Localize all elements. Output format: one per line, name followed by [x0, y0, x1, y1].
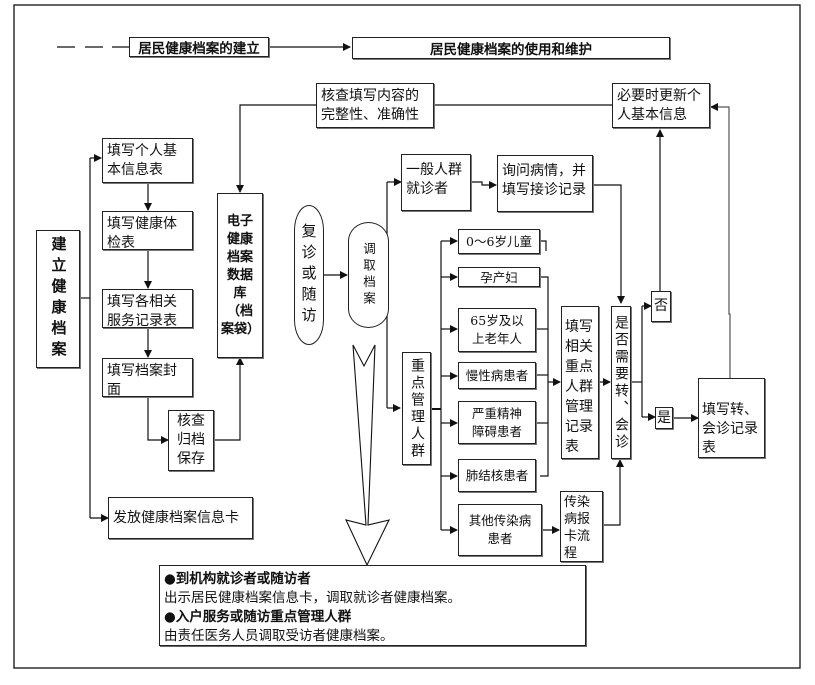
- category-chronic-label: 慢性病患者: [465, 368, 529, 383]
- category-mental-label: 严重精神障碍患者: [471, 405, 522, 439]
- referral-record-box[interactable]: 填写转、会诊记录表: [698, 378, 765, 458]
- step-health-exam-label: 填写健康体检表: [107, 216, 177, 251]
- connector-cat-0-merge: [540, 240, 547, 251]
- yes-box[interactable]: 是: [655, 407, 673, 429]
- key-record-box[interactable]: 填写相关重点人群管理记录表: [561, 306, 599, 459]
- category-tb[interactable]: 肺结核患者: [458, 459, 536, 492]
- yes-label: 是: [657, 409, 671, 426]
- decision-referral-box[interactable]: 是否需要转、会诊: [611, 306, 631, 459]
- retrieve-label: 调取档案: [361, 242, 376, 308]
- decision-referral-label: 是否需要转、会诊: [613, 314, 629, 451]
- category-children-label: 0～6岁儿童: [466, 234, 532, 249]
- category-other-infectious-label: 其他传染病患者: [468, 513, 532, 546]
- category-elderly[interactable]: 65岁及以上老年人: [458, 308, 536, 352]
- database-label: 电子健康档案数据库（档案袋）: [221, 213, 261, 337]
- step-archive-cover-label: 填写档案封面: [107, 363, 177, 398]
- no-label: 否: [654, 298, 668, 314]
- key-group-box[interactable]: 重点管理人群: [402, 352, 431, 465]
- step-health-exam[interactable]: 填写健康体检表: [102, 211, 193, 251]
- check-content-box[interactable]: 核查填写内容的完整性、准确性: [316, 83, 434, 128]
- connector-archive-database: [213, 357, 244, 441]
- category-chronic[interactable]: 慢性病患者: [458, 362, 536, 389]
- no-box[interactable]: 否: [651, 291, 671, 322]
- key-group-label: 重点管理人群: [409, 357, 425, 460]
- referral-record-label: 填写转、会诊记录表: [702, 402, 758, 456]
- retrieve-oval[interactable]: 调取档案: [348, 222, 389, 328]
- header-establish-label: 居民健康档案的建立: [138, 41, 260, 57]
- general-group-box[interactable]: 一般人群就诊者: [401, 154, 471, 211]
- connector-report-decision: [602, 459, 624, 526]
- outer-frame: [13, 4, 801, 669]
- archive-check-box[interactable]: 核查归档保存: [168, 410, 214, 471]
- revisit-oval[interactable]: 复诊或随访: [294, 205, 324, 345]
- connector-inquire-decision: [593, 184, 625, 304]
- step-archive-cover[interactable]: 填写档案封面: [102, 358, 193, 398]
- update-info-label: 必要时更新个人基本信息: [617, 88, 701, 123]
- connector-step4-archive: [147, 396, 169, 444]
- category-maternal-label: 孕产妇: [480, 269, 518, 285]
- issue-card-box[interactable]: 发放健康档案信息卡: [108, 497, 253, 539]
- update-info-box[interactable]: 必要时更新个人基本信息: [612, 83, 710, 128]
- inquire-box[interactable]: 询问病情，并填写接诊记录: [497, 155, 593, 212]
- root-establish-label: 建立健康档案: [49, 236, 68, 362]
- general-group-label: 一般人群就诊者: [406, 162, 462, 197]
- step-service-records-label: 填写各相关服务记录表: [107, 294, 177, 329]
- header-use-label: 居民健康档案的使用和维护: [430, 42, 592, 58]
- step-service-records[interactable]: 填写各相关服务记录表: [102, 289, 193, 329]
- key-record-label: 填写相关重点人群管理记录表: [565, 319, 593, 455]
- retrieval-note: ●到机构就诊者或随访者 出示居民健康档案信息卡，调取就诊者健康档案。 ●入户服务…: [159, 565, 586, 646]
- archive-check-label: 核查归档保存: [177, 413, 205, 467]
- note-heading-institution: ●到机构就诊者或随访者: [164, 571, 311, 587]
- note-text-institution: 出示居民健康档案信息卡，调取就诊者健康档案。: [164, 590, 461, 606]
- revisit-label: 复诊或随访: [299, 222, 318, 328]
- database-box[interactable]: 电子健康档案数据库（档案袋）: [217, 193, 263, 358]
- note-heading-home: ●入户服务或随访重点管理人群: [164, 609, 352, 625]
- category-children[interactable]: 0～6岁儿童: [458, 229, 540, 254]
- infectious-report-label: 传染病报卡流程: [564, 495, 591, 561]
- category-elderly-label: 65岁及以上老年人: [470, 313, 524, 346]
- root-establish-box[interactable]: 建立健康档案: [36, 230, 80, 368]
- category-maternal[interactable]: 孕产妇: [458, 267, 540, 287]
- connector-check-database: [236, 104, 316, 193]
- header-establish: 居民健康档案的建立: [129, 37, 269, 57]
- inquire-label: 询问病情，并填写接诊记录: [502, 163, 586, 198]
- connector-cat-1-merge: [540, 276, 549, 477]
- check-content-label: 核查填写内容的完整性、准确性: [321, 88, 419, 123]
- category-tb-label: 肺结核患者: [465, 468, 529, 483]
- category-other-infectious[interactable]: 其他传染病患者: [458, 504, 542, 556]
- step-basic-info-label: 填写个人基本信息表: [107, 143, 177, 178]
- header-use: 居民健康档案的使用和维护: [352, 37, 670, 59]
- note-text-home: 由责任医务人员调取受访者健康档案。: [164, 628, 394, 644]
- hollow-down-arrow: [345, 344, 391, 567]
- step-basic-info[interactable]: 填写个人基本信息表: [102, 138, 193, 183]
- infectious-report-box[interactable]: 传染病报卡流程: [560, 491, 603, 562]
- connector-general-inquire: [472, 181, 497, 189]
- connector-referral-update: [710, 103, 731, 378]
- issue-card-label: 发放健康档案信息卡: [113, 509, 239, 526]
- category-mental[interactable]: 严重精神障碍患者: [458, 401, 536, 444]
